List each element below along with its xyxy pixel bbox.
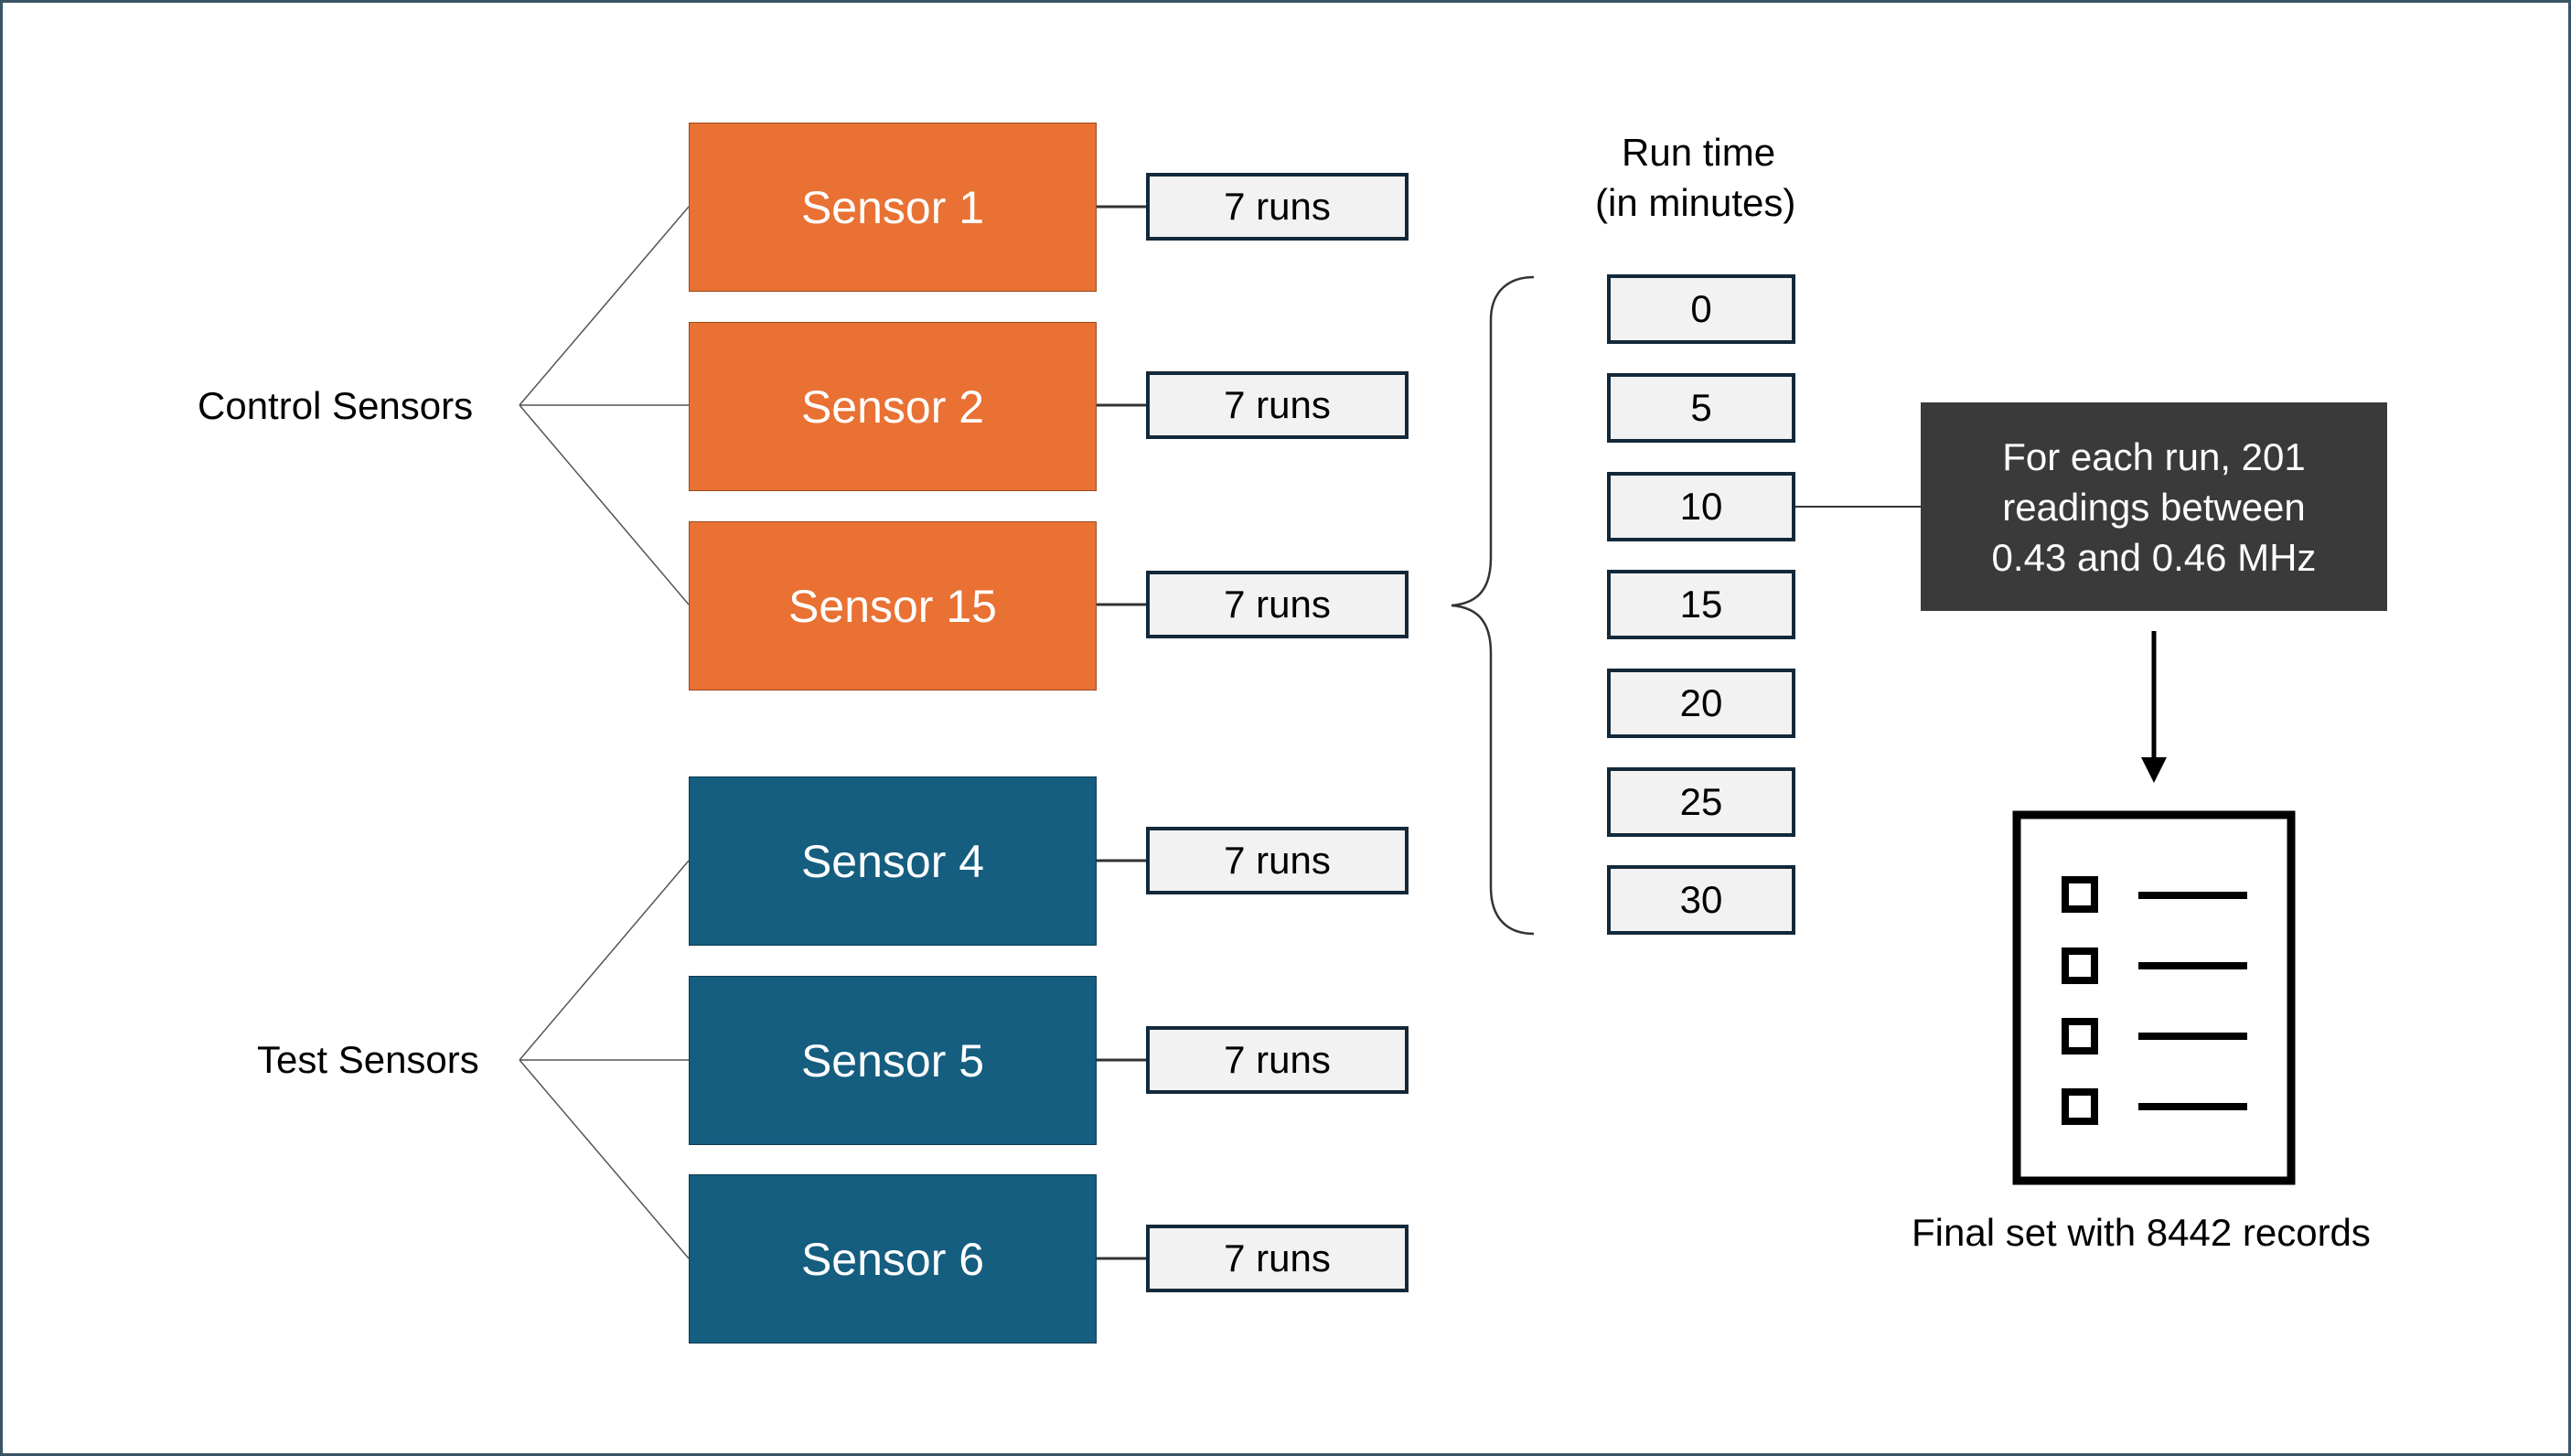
fan-line xyxy=(519,404,690,605)
sensor-box: Sensor 6 xyxy=(689,1174,1097,1344)
run-time-box: 0 xyxy=(1607,274,1795,344)
control-sensors-label: Control Sensors xyxy=(198,384,474,427)
run-time-box: 25 xyxy=(1607,767,1795,837)
curly-brace xyxy=(1451,275,1535,936)
sensor-box: Sensor 5 xyxy=(689,976,1097,1145)
sensor-box: Sensor 2 xyxy=(689,322,1097,491)
sensor-box: Sensor 1 xyxy=(689,123,1097,292)
run-time-unit: (in minutes) xyxy=(1595,181,1796,224)
run-time-box: 10 xyxy=(1607,472,1795,541)
run-time-box: 5 xyxy=(1607,373,1795,443)
run-time-box: 30 xyxy=(1607,865,1795,935)
fan-line xyxy=(519,206,690,406)
run-time-box: 20 xyxy=(1607,669,1795,738)
runs-box: 7 runs xyxy=(1146,173,1409,241)
sensor-box: Sensor 15 xyxy=(689,521,1097,691)
sensor-box: Sensor 4 xyxy=(689,776,1097,946)
readings-line: 0.43 and 0.46 MHz xyxy=(1991,535,2317,579)
fan-line xyxy=(519,1059,690,1259)
runs-box: 7 runs xyxy=(1146,827,1409,894)
run-time-box: 15 xyxy=(1607,570,1795,639)
final-set-caption: Final set with 8442 records xyxy=(1912,1211,2371,1254)
test-sensors-label: Test Sensors xyxy=(257,1038,479,1081)
arrow-head xyxy=(2141,757,2167,783)
readings-line: readings between xyxy=(2002,485,2306,529)
checklist-document-icon xyxy=(2012,810,2296,1185)
fan-line xyxy=(519,860,690,1061)
readings-box: For each run, 201 readings between 0.43 … xyxy=(1921,402,2387,611)
readings-line: For each run, 201 xyxy=(2002,434,2306,478)
runs-box: 7 runs xyxy=(1146,1225,1409,1292)
runs-box: 7 runs xyxy=(1146,571,1409,638)
runs-box: 7 runs xyxy=(1146,371,1409,439)
runs-box: 7 runs xyxy=(1146,1026,1409,1094)
run-time-header: Run time xyxy=(1622,131,1776,174)
